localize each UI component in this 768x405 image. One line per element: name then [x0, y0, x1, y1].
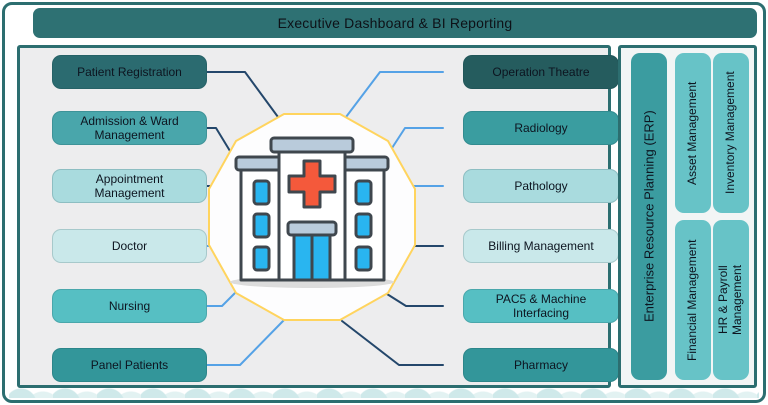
door-canopy — [286, 220, 338, 237]
connector-line — [341, 320, 444, 366]
module-box: Radiology — [463, 111, 619, 145]
module-box: Pathology — [463, 169, 619, 203]
module-label: Admission & Ward Management — [80, 114, 179, 143]
module-label: Radiology — [514, 120, 568, 135]
module-label: Pathology — [514, 178, 568, 193]
medical-cross-icon — [287, 159, 337, 209]
erp-cell: HR & Payroll Management — [713, 220, 749, 380]
module-label: Doctor — [111, 238, 148, 253]
erp-cell-label: HR & Payroll Management — [716, 264, 744, 336]
erp-cell-label: Inventory Management — [723, 71, 738, 195]
module-box: Pharmacy — [463, 348, 619, 382]
module-label: Panel Patients — [90, 357, 169, 372]
erp-cell-label: Asset Management — [685, 81, 700, 185]
erp-title-label: Enterprise Resource Planning (ERP) — [641, 110, 657, 323]
module-box: Billing Management — [463, 229, 619, 263]
module-label: Patient Registration — [77, 64, 182, 79]
module-box: Nursing — [52, 289, 207, 323]
banner-title: Executive Dashboard & BI Reporting — [277, 15, 513, 31]
window — [252, 179, 373, 272]
module-label: Pharmacy — [513, 357, 569, 372]
erp-cell: Financial Management — [675, 220, 711, 380]
erp-cell: Inventory Management — [713, 53, 749, 213]
module-box: Panel Patients — [52, 348, 207, 382]
module-label: Operation Theatre — [492, 64, 590, 79]
module-label: Billing Management — [488, 238, 594, 253]
roof-cap — [269, 136, 355, 154]
module-box: Appointment Management — [52, 169, 207, 204]
connector-line — [386, 293, 444, 307]
hospital-building-icon — [230, 136, 394, 288]
module-box: Admission & Ward Management — [52, 111, 207, 146]
module-label: Nursing — [108, 298, 151, 313]
erp-panel: Enterprise Resource Planning (ERP) Asset… — [618, 45, 757, 388]
erp-cell-label: Financial Management — [685, 239, 700, 361]
connector-line — [345, 71, 444, 118]
module-label: Appointment Management — [94, 172, 165, 201]
connector-line — [391, 127, 444, 149]
banner: Executive Dashboard & BI Reporting — [33, 8, 757, 38]
module-label: PAC5 & Machine Interfacing — [495, 292, 587, 321]
diagram-canvas — [186, 71, 444, 366]
module-box: Patient Registration — [52, 55, 207, 89]
module-box: Doctor — [52, 229, 207, 263]
module-box: Operation Theatre — [463, 55, 619, 89]
erp-title-box: Enterprise Resource Planning (ERP) — [631, 53, 667, 380]
module-box: PAC5 & Machine Interfacing — [463, 289, 619, 324]
scallop-pattern — [9, 385, 759, 398]
erp-cell: Asset Management — [675, 53, 711, 213]
